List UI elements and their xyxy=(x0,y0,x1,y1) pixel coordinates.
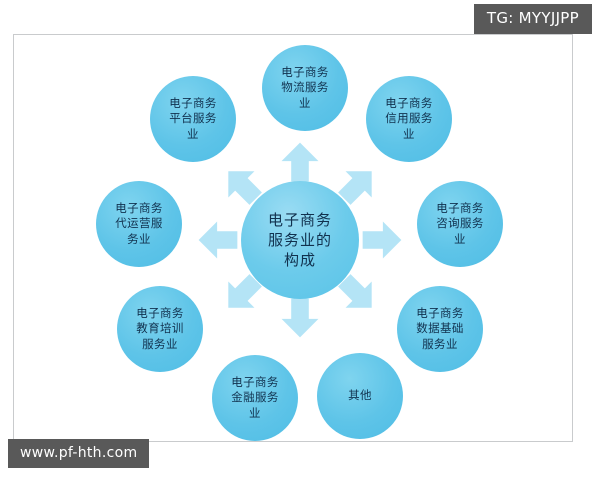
arrow-west-icon xyxy=(196,218,240,262)
node-agency-operation-label: 电子商务代运营服务业 xyxy=(115,201,163,246)
node-credit-label: 电子商务信用服务业 xyxy=(385,96,433,141)
arrow-northwest-icon xyxy=(211,154,273,216)
node-data-infrastructure: 电子商务数据基础服务业 xyxy=(397,286,483,372)
node-platform: 电子商务平台服务业 xyxy=(150,76,236,162)
node-education-training: 电子商务教育培训服务业 xyxy=(117,286,203,372)
site-watermark: www.pf-hth.com xyxy=(8,439,150,468)
node-other-label: 其他 xyxy=(348,388,372,403)
arrow-southeast-icon xyxy=(327,263,389,325)
arrow-south-icon xyxy=(278,296,322,340)
node-finance: 电子商务金融服务业 xyxy=(212,355,298,441)
node-center: 电子商务服务业的构成 xyxy=(241,181,359,299)
arrow-east-icon xyxy=(360,218,404,262)
node-consulting: 电子商务咨询服务业 xyxy=(417,181,503,267)
tg-watermark: TG: MYYJJPP xyxy=(473,4,592,34)
arrow-southwest-icon xyxy=(211,263,273,325)
node-logistics-label: 电子商务物流服务业 xyxy=(281,65,329,110)
node-education-training-label: 电子商务教育培训服务业 xyxy=(136,306,184,351)
node-platform-label: 电子商务平台服务业 xyxy=(169,96,217,141)
node-logistics: 电子商务物流服务业 xyxy=(262,45,348,131)
node-finance-label: 电子商务金融服务业 xyxy=(231,375,279,420)
node-other: 其他 xyxy=(317,353,403,439)
arrow-north-icon xyxy=(278,140,322,184)
node-center-label: 电子商务服务业的构成 xyxy=(267,210,332,270)
node-agency-operation: 电子商务代运营服务业 xyxy=(96,181,182,267)
node-data-infrastructure-label: 电子商务数据基础服务业 xyxy=(416,306,464,351)
node-credit: 电子商务信用服务业 xyxy=(366,76,452,162)
node-consulting-label: 电子商务咨询服务业 xyxy=(436,201,484,246)
arrow-northeast-icon xyxy=(327,154,389,216)
